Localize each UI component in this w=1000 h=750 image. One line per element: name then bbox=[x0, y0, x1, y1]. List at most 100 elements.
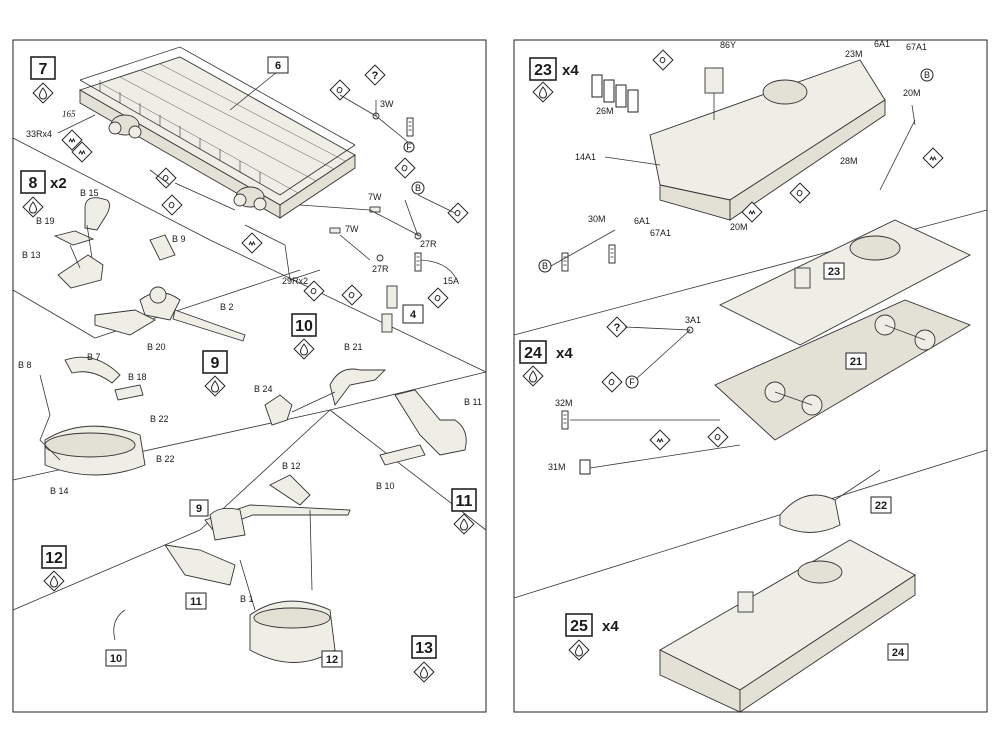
label-6A1: 6A1 bbox=[634, 216, 650, 226]
label-3A1: 3A1 bbox=[685, 315, 701, 325]
svg-text:?: ? bbox=[614, 322, 621, 334]
divider-8-9 bbox=[12, 289, 96, 339]
callout-11: 11 bbox=[185, 592, 207, 610]
label-26M: 26M bbox=[596, 106, 614, 116]
question-mark-icon: ? bbox=[606, 316, 628, 338]
svg-text:12: 12 bbox=[326, 654, 338, 666]
svg-text:13: 13 bbox=[415, 640, 433, 657]
step-13-marker: 13 bbox=[411, 635, 437, 683]
left-page-frame bbox=[12, 39, 487, 713]
svg-text:4: 4 bbox=[410, 309, 417, 321]
svg-text:22: 22 bbox=[875, 500, 887, 512]
armored-car-final-assembly bbox=[659, 539, 916, 713]
label-B18: B 18 bbox=[128, 372, 147, 382]
svg-text:11: 11 bbox=[456, 493, 473, 510]
label-B19: B 19 bbox=[36, 216, 55, 226]
svg-text:10: 10 bbox=[110, 653, 122, 665]
callout-24: 24 bbox=[887, 643, 909, 661]
label-B22: B 22 bbox=[156, 454, 175, 464]
divider-24-25 bbox=[513, 449, 988, 599]
label-32M: 32M bbox=[555, 398, 573, 408]
gun-turret-assembly bbox=[113, 474, 351, 663]
step-7-number: 7 bbox=[39, 61, 48, 78]
label-B1: B 1 bbox=[240, 594, 254, 604]
label-15A: 15A bbox=[443, 276, 459, 286]
label-B8: B 8 bbox=[18, 360, 32, 370]
label-23M: 23M bbox=[845, 49, 863, 59]
svg-text:10: 10 bbox=[295, 318, 313, 335]
label-B21: B 21 bbox=[344, 342, 363, 352]
step-24-marker: 24 x4 bbox=[519, 340, 573, 387]
gun-mount-assembly bbox=[94, 234, 246, 342]
svg-text:12: 12 bbox=[45, 550, 63, 567]
step-10-marker: 10 bbox=[291, 313, 317, 360]
svg-text:25: 25 bbox=[570, 618, 588, 635]
label-6A1: 6A1 bbox=[874, 39, 890, 49]
label-30M: 30M bbox=[588, 214, 606, 224]
svg-text:23: 23 bbox=[828, 266, 840, 278]
label-B13: B 13 bbox=[22, 250, 41, 260]
label-B11: B 11 bbox=[464, 397, 482, 407]
step-11-marker: 11 bbox=[451, 488, 477, 535]
label-86Y: 86Y bbox=[720, 40, 736, 50]
elevation-mechanism bbox=[264, 368, 387, 426]
pe-fret-26M bbox=[591, 74, 639, 113]
label-7W: 7W bbox=[368, 192, 382, 202]
svg-text:x4: x4 bbox=[556, 345, 573, 362]
divider-7-8 bbox=[12, 137, 211, 241]
label-3W: 3W bbox=[380, 99, 394, 109]
label-29Rx2: 29Rx2 bbox=[282, 276, 308, 286]
armored-car-body-assembly bbox=[714, 219, 972, 441]
label-B10: B 10 bbox=[376, 481, 395, 491]
seat-assembly bbox=[53, 197, 110, 289]
callout-22: 22 bbox=[870, 496, 892, 514]
label-B14: B 14 bbox=[50, 486, 69, 496]
label-B12: B 12 bbox=[282, 461, 301, 471]
label-28M: 28M bbox=[840, 156, 858, 166]
svg-text:8: 8 bbox=[29, 175, 38, 192]
step-12-marker: 12 bbox=[41, 545, 67, 592]
svg-text:?: ? bbox=[372, 70, 379, 82]
letter-b-icon: B bbox=[542, 261, 548, 271]
label-B2: B 2 bbox=[220, 302, 234, 312]
svg-text:x4: x4 bbox=[562, 62, 579, 79]
callout-23: 23 bbox=[823, 262, 845, 280]
label-B15: B 15 bbox=[80, 188, 99, 198]
label-7W: 7W bbox=[345, 224, 359, 234]
step-7-marker: 7 bbox=[30, 56, 56, 104]
label-33Rx4: 33Rx4 bbox=[26, 129, 52, 139]
left-page: 7 bbox=[12, 39, 487, 713]
label-27R: 27R bbox=[420, 239, 437, 249]
mount-bracket-assembly bbox=[379, 389, 467, 466]
letter-f-icon: F bbox=[406, 142, 412, 152]
svg-text:24: 24 bbox=[892, 647, 905, 659]
step-23-marker: 23 x4 bbox=[529, 57, 579, 103]
label-B24: B 24 bbox=[254, 384, 273, 394]
svg-text:6: 6 bbox=[275, 60, 281, 72]
label-67A1: 67A1 bbox=[906, 42, 927, 52]
svg-text:9: 9 bbox=[196, 503, 202, 515]
svg-text:9: 9 bbox=[211, 355, 220, 372]
label-B9: B 9 bbox=[172, 234, 186, 244]
label-B22: B 22 bbox=[150, 414, 169, 424]
label-20M: 20M bbox=[730, 222, 748, 232]
callout-12: 12 bbox=[321, 650, 343, 668]
label-14A1: 14A1 bbox=[575, 152, 596, 162]
step-9-marker: 9 bbox=[202, 350, 228, 397]
callout-4: 4 bbox=[381, 285, 424, 333]
svg-text:24: 24 bbox=[524, 345, 542, 362]
svg-text:x2: x2 bbox=[50, 175, 67, 192]
right-page: 23 x4 86Y 26M 6A1 23M 67A1 B 20M 14A1 bbox=[513, 39, 988, 713]
label-165: 165 bbox=[62, 109, 76, 119]
turret-22 bbox=[779, 469, 881, 533]
svg-text:21: 21 bbox=[850, 356, 862, 368]
label-20M: 20M bbox=[903, 88, 921, 98]
turret-interior-assembly bbox=[39, 356, 146, 476]
svg-text:23: 23 bbox=[534, 62, 552, 79]
question-mark-icon: ? bbox=[364, 64, 386, 86]
divider-7-10 bbox=[209, 239, 487, 373]
flatcar-assembly bbox=[78, 46, 356, 219]
label-27R: 27R bbox=[372, 264, 389, 274]
right-page-frame bbox=[513, 39, 988, 713]
